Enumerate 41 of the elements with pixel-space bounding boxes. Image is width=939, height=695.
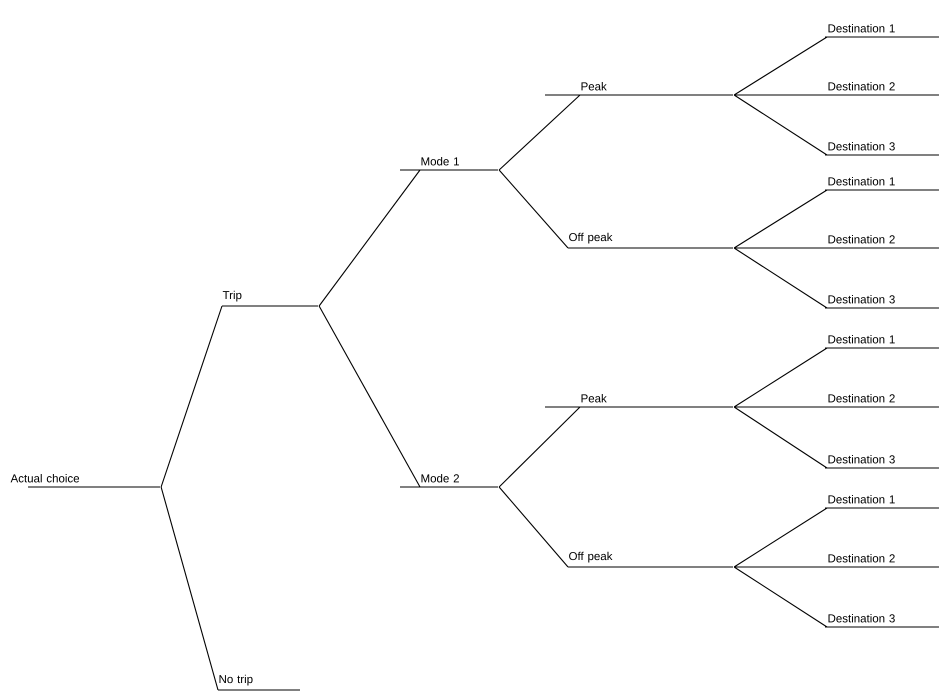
- branch-label: Peak: [545, 82, 733, 96]
- branch-label: Destination 3: [825, 455, 939, 469]
- branch-label: Destination 3: [825, 295, 939, 309]
- branch-line: [734, 406, 827, 408]
- branch-line: [734, 247, 827, 249]
- branch-label: No trip: [218, 674, 300, 691]
- branch-label: Destination 1: [825, 335, 939, 349]
- branch-line: [734, 94, 828, 156]
- branch-line: [160, 306, 223, 488]
- branch-label: Destination 1: [825, 177, 939, 191]
- branch-line: [498, 94, 580, 170]
- branch-label: Destination 2: [825, 235, 939, 249]
- branch-line: [734, 248, 828, 308]
- branch-label: Peak: [545, 394, 733, 408]
- branch-line: [318, 306, 420, 488]
- branch-label: Trip: [222, 290, 318, 307]
- branch-label: Destination 3: [825, 614, 939, 628]
- branch-line: [734, 406, 828, 468]
- branch-line: [734, 508, 828, 568]
- branch-line: [734, 94, 827, 96]
- branch-label: Mode 1: [400, 157, 498, 171]
- branch-line: [734, 190, 828, 248]
- branch-label: Mode 2: [400, 474, 498, 488]
- branch-line: [498, 486, 568, 568]
- branch-label: Destination 2: [825, 82, 939, 96]
- branch-line: [160, 486, 219, 690]
- branch-label: Destination 3: [825, 142, 939, 156]
- branch-line: [498, 406, 580, 488]
- branch-line: [318, 170, 420, 306]
- branch-label: Destination 1: [825, 24, 939, 38]
- branch-line: [734, 566, 828, 628]
- branch-label: Off peak: [568, 552, 733, 568]
- branch-line: [734, 348, 828, 408]
- branch-label: Destination 2: [825, 554, 939, 568]
- branch-line: [734, 36, 828, 96]
- branch-line: [734, 566, 827, 568]
- branch-line: [498, 170, 568, 248]
- branch-label: Destination 2: [825, 394, 939, 408]
- branch-label: Destination 1: [825, 495, 939, 509]
- branch-label: Actual choice: [10, 474, 160, 488]
- branch-label: Off peak: [568, 232, 733, 249]
